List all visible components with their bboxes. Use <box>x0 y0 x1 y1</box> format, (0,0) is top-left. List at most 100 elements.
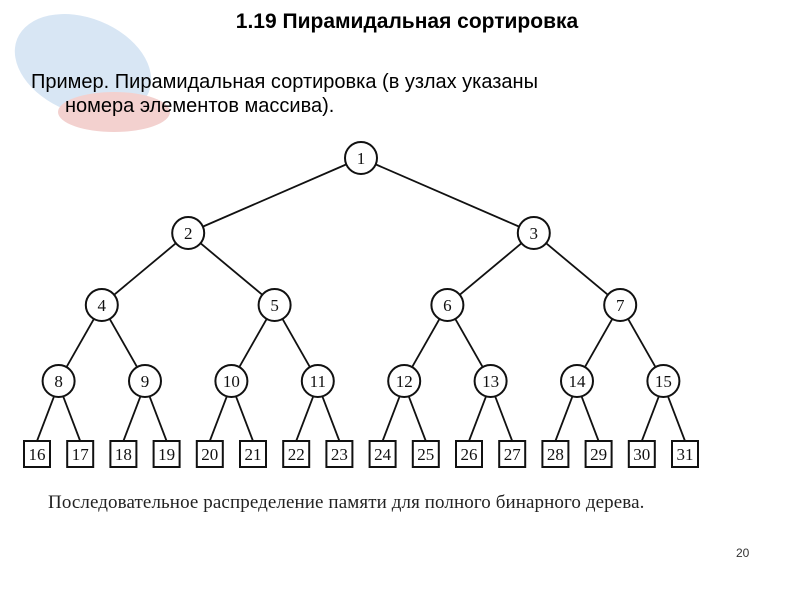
tree-edge-10-21 <box>235 396 254 442</box>
tree-node-4 <box>84 288 119 322</box>
node-label-7: 7 <box>616 296 625 315</box>
tree-edge-11-22 <box>295 396 315 442</box>
array-cell-20 <box>195 440 224 468</box>
tree-edge-15-30 <box>640 396 660 442</box>
node-label-6: 6 <box>443 296 452 315</box>
tree-edge-14-29 <box>580 396 600 442</box>
node-label-5: 5 <box>270 296 279 315</box>
tree-edge-13-26 <box>468 396 487 442</box>
tree-edge-5-11 <box>281 318 311 368</box>
node-label-11: 11 <box>310 372 326 391</box>
tree-edge-5-10 <box>238 318 268 368</box>
array-cell-16 <box>23 440 51 468</box>
subtitle-line-1: Пример. Пирамидальная сортировка (в узла… <box>31 71 538 93</box>
node-label-31: 31 <box>677 445 694 464</box>
tree-node-15 <box>646 364 681 398</box>
array-cell-23 <box>325 440 354 468</box>
tree-edge-3-7 <box>545 242 609 296</box>
node-label-2: 2 <box>184 224 193 243</box>
node-label-20: 20 <box>201 445 218 464</box>
tree-edge-9-18 <box>122 396 142 442</box>
tree-node-9 <box>128 364 162 398</box>
tree-node-11 <box>300 364 335 398</box>
array-cell-21 <box>239 440 267 468</box>
node-label-12: 12 <box>396 372 413 391</box>
tree-node-12 <box>387 364 422 398</box>
node-label-13: 13 <box>482 372 499 391</box>
node-label-16: 16 <box>29 445 46 464</box>
tree-node-2 <box>171 216 206 250</box>
node-label-18: 18 <box>115 445 132 464</box>
tree-edge-2-4 <box>113 242 177 296</box>
node-label-30: 30 <box>633 445 650 464</box>
node-label-8: 8 <box>54 372 63 391</box>
tree-edge-7-14 <box>584 318 614 368</box>
node-label-9: 9 <box>141 372 150 391</box>
tree-edge-10-20 <box>208 396 228 442</box>
tree-edge-1-2 <box>202 163 347 228</box>
tree-edge-1-3 <box>375 163 520 228</box>
node-label-25: 25 <box>417 445 434 464</box>
tree-edge-12-24 <box>381 396 401 442</box>
array-cell-24 <box>368 440 397 468</box>
array-cell-26 <box>455 440 483 468</box>
tree-node-13 <box>473 364 508 398</box>
node-label-21: 21 <box>245 445 262 464</box>
node-label-29: 29 <box>590 445 607 464</box>
tree-edge-2-5 <box>199 242 263 296</box>
tree-edge-4-9 <box>108 318 138 368</box>
node-label-3: 3 <box>530 224 539 243</box>
tree-node-7 <box>603 288 638 322</box>
tree-edge-15-31 <box>667 396 686 442</box>
node-label-10: 10 <box>223 372 240 391</box>
tree-node-3 <box>516 216 551 250</box>
node-label-28: 28 <box>547 445 564 464</box>
tree-edge-14-28 <box>554 396 574 442</box>
tree-node-14 <box>560 364 594 398</box>
slide-title: 1.19 Пирамидальная сортировка <box>235 10 579 33</box>
tree-edge-6-13 <box>454 318 484 368</box>
tree-edge-11-23 <box>321 396 341 442</box>
subtitle-line-2: номера элементов массива). <box>65 95 335 117</box>
array-cell-31 <box>671 440 699 468</box>
node-label-19: 19 <box>158 445 175 464</box>
tree-edge-9-19 <box>148 396 168 442</box>
tree-edge-6-12 <box>411 318 441 368</box>
tree-edge-4-8 <box>65 318 95 368</box>
tree-edge-3-6 <box>459 242 523 296</box>
array-cell-25 <box>411 440 440 468</box>
node-label-27: 27 <box>504 445 522 464</box>
node-label-1: 1 <box>357 149 366 168</box>
array-cell-30 <box>627 440 656 468</box>
tree-node-8 <box>41 364 76 398</box>
tree-edge-13-27 <box>494 396 514 442</box>
array-cell-27 <box>498 440 527 468</box>
array-cell-22 <box>282 440 311 468</box>
array-cell-19 <box>152 440 181 468</box>
node-label-24: 24 <box>374 445 392 464</box>
tree-node-6 <box>430 288 465 322</box>
tree-node-5 <box>257 288 292 322</box>
array-cell-18 <box>109 440 138 468</box>
node-label-23: 23 <box>331 445 348 464</box>
decorative-pink-ellipse <box>58 92 170 132</box>
tree-edge-12-25 <box>407 396 427 442</box>
tree-edge-8-17 <box>62 396 82 442</box>
node-label-17: 17 <box>72 445 90 464</box>
tree-node-1 <box>344 141 378 175</box>
array-cell-28 <box>541 440 570 468</box>
node-label-4: 4 <box>98 296 107 315</box>
node-label-15: 15 <box>655 372 672 391</box>
figure-caption: Последовательное распределение памяти дл… <box>48 492 645 513</box>
array-cell-17 <box>66 440 95 468</box>
node-label-26: 26 <box>461 445 478 464</box>
slide-subtitle: Пример. Пирамидальная сортировка (в узла… <box>31 70 751 118</box>
array-cell-29 <box>584 440 613 468</box>
page-number: 20 <box>736 546 750 560</box>
tree-edge-8-16 <box>36 396 55 442</box>
node-label-14: 14 <box>569 372 587 391</box>
tree-node-10 <box>214 364 249 398</box>
node-label-22: 22 <box>288 445 305 464</box>
tree-edge-7-15 <box>627 318 657 368</box>
